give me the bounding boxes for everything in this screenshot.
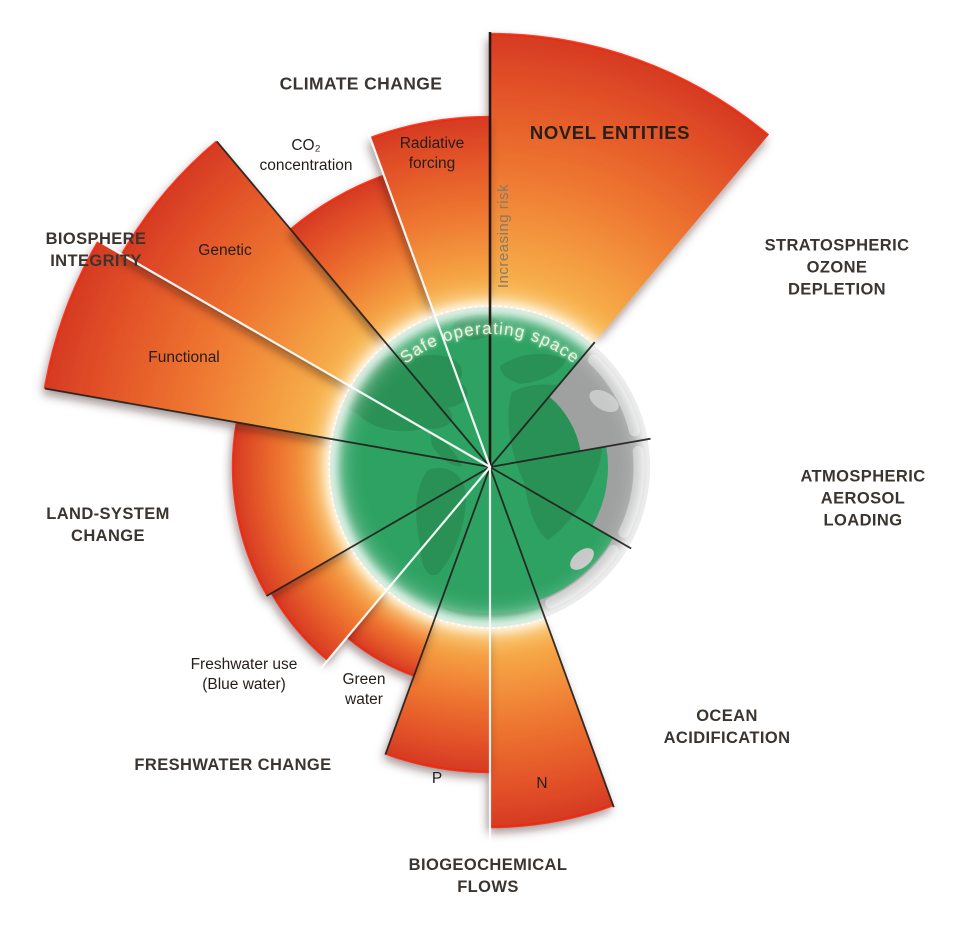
sub-divider-white xyxy=(305,465,492,688)
sector-divider-black xyxy=(266,466,491,597)
wedge-rim xyxy=(43,240,100,389)
wedge-rim xyxy=(369,115,491,140)
wedge-rim xyxy=(489,804,614,829)
wedge-rim xyxy=(120,140,218,256)
sector-divider-black xyxy=(489,437,651,468)
continent xyxy=(500,353,566,384)
safe-boundary-dashed-circle xyxy=(328,305,652,629)
sector-divider-black xyxy=(384,466,491,755)
wedge-rim xyxy=(289,174,385,231)
sector-divider-black xyxy=(489,466,615,808)
wedge-rim xyxy=(346,636,415,677)
sector-divider-black xyxy=(216,140,491,468)
increasing-risk-label: Increasing risk xyxy=(495,184,512,288)
sub-divider-white xyxy=(363,121,492,469)
sub-divider-white xyxy=(80,229,492,469)
wedge-rim xyxy=(385,752,491,774)
continent xyxy=(430,432,462,467)
wedge-rim xyxy=(270,592,329,661)
sector-divider-black xyxy=(44,387,491,468)
wedge-rim xyxy=(489,32,770,137)
continent xyxy=(344,354,468,432)
sector-divider-black xyxy=(489,341,596,468)
continent xyxy=(416,467,467,576)
wedge-rim xyxy=(231,422,269,597)
sector-divider-black xyxy=(489,466,632,550)
